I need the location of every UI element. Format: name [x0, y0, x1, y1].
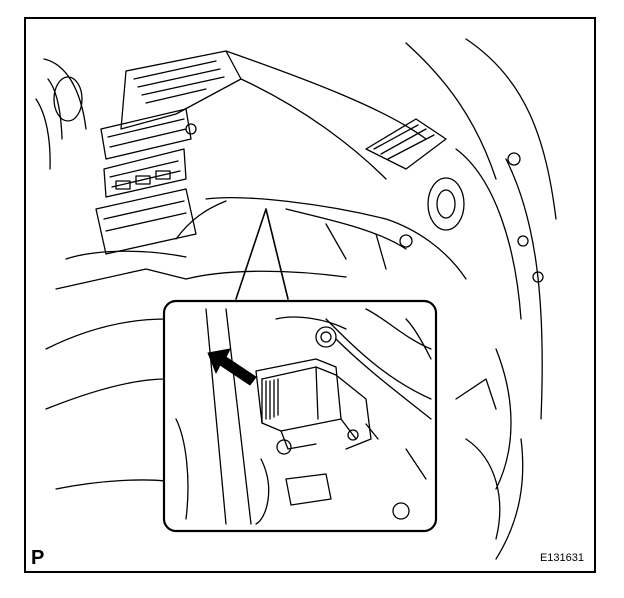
- left-pillar: [35, 58, 87, 170]
- under-dash: [45, 197, 501, 540]
- leader-line: [235, 208, 289, 300]
- corner-letter: P: [31, 547, 45, 569]
- ecu-connector: [255, 358, 379, 455]
- upper-dash: [225, 42, 497, 180]
- dashboard-line-drawing: [35, 38, 557, 560]
- center-console: [55, 50, 242, 290]
- figure-id: E131631: [539, 552, 584, 564]
- illustration-frame: P E131631: [24, 17, 596, 573]
- pointer-arrow: [207, 348, 257, 386]
- right-door: [427, 38, 557, 560]
